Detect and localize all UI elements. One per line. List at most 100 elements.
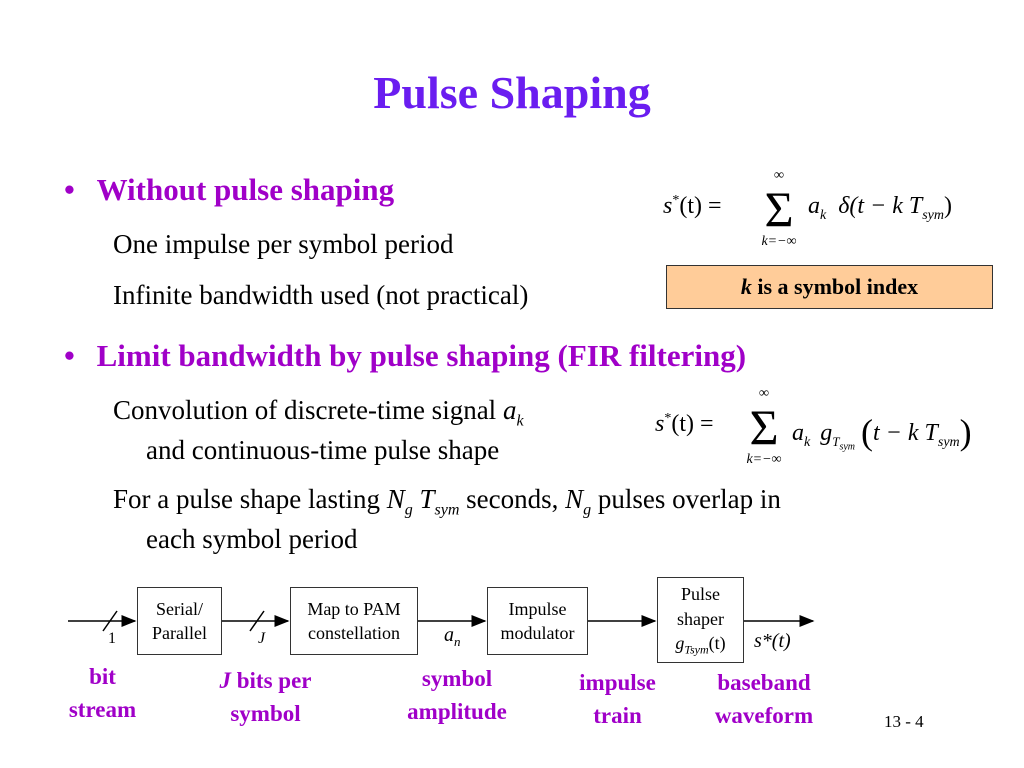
block-3-line-1: Impulse (508, 598, 567, 619)
bullet-1-marker: • (64, 172, 75, 207)
block-4-g: g (675, 632, 685, 653)
eq2-star: * (664, 411, 672, 426)
serial-parallel-block: Serial/ Parallel (137, 587, 222, 655)
label-impulse-train-2: train (593, 703, 642, 729)
bullet-2-sub-2-line-2: each symbol period (146, 524, 358, 554)
sigma-icon: Σ (764, 181, 794, 237)
eq1-sum-top: ∞ (774, 168, 784, 183)
bullet-2-sub-2-prefix: For a pulse shape lasting (113, 484, 387, 514)
bullet-2-heading: Limit bandwidth by pulse shaping (FIR fi… (96, 338, 747, 373)
block-3-line-2: modulator (500, 623, 575, 643)
eq2-a: a (792, 420, 804, 446)
label-symbol-amp-2: amplitude (407, 699, 507, 725)
eq2-sum-top: ∞ (759, 386, 769, 401)
signal-an-a: a (444, 624, 454, 646)
block-1-line-2: Parallel (152, 623, 207, 643)
eq1-a-sub: k (820, 207, 827, 223)
eq2-g: g (820, 420, 833, 446)
bullet-2: • Limit bandwidth by pulse shaping (FIR … (64, 338, 746, 374)
label-baseband-2: waveform (714, 703, 814, 729)
eq1-delta: δ(t − k T (838, 193, 923, 219)
eq2-paren-close: ) (959, 412, 972, 452)
block-2-line-2: constellation (308, 623, 400, 643)
eq2-g-subsub: sym (839, 441, 856, 453)
bullet-1-heading: Without pulse shaping (96, 172, 395, 207)
block-4-rest: (t) (708, 632, 726, 653)
label-bits-per-2: symbol (230, 701, 301, 727)
eq2-lhs: s (655, 411, 665, 437)
eq1-star: * (672, 193, 680, 208)
slide-title: Pulse Shaping (373, 67, 651, 118)
eq1-close: ) (944, 193, 953, 219)
label-bit-stream-2: stream (68, 697, 137, 723)
eq1-sym-sub: sym (922, 207, 945, 223)
label-impulse-train: impulse train (565, 666, 670, 733)
bullet-2-sub-1-text: Convolution of discrete-time signal (113, 395, 503, 425)
block-4-g-sub: Tsym (684, 642, 709, 657)
pulse-shaper-block: Pulse shaper gTsym(t) (657, 577, 744, 663)
bullet-2-sub-1: Convolution of discrete-time signal ak (113, 395, 524, 430)
block-4-line-2: shaper (677, 608, 724, 629)
label-bit-stream: bit stream (55, 660, 150, 727)
bullet-2-marker: • (64, 338, 75, 373)
bullet-2-sub-2-N: N (386, 484, 405, 514)
eq2-term: ak gTsym (t − k Tsym) (792, 411, 972, 453)
bullet-2-sub-1-line-2: and continuous-time pulse shape (146, 435, 500, 465)
callout-text: is a symbol index (751, 274, 919, 299)
label-baseband-1: baseband (717, 670, 811, 695)
label-symbol-amplitude: symbol amplitude (392, 662, 522, 729)
bullet-2-sub-2-mid: seconds, (459, 484, 566, 514)
block-1-line-1: Serial/ (156, 598, 203, 619)
signal-an-n: n (454, 634, 461, 649)
bullet-2-sub-2-g2: g (583, 501, 592, 519)
bullet-1: • Without pulse shaping (64, 172, 394, 208)
bus-width-J: J (258, 630, 266, 647)
bullet-2-sub-2-suffix: pulses overlap in (591, 484, 781, 514)
symbol-index-callout: k is a symbol index (666, 265, 993, 309)
eq1-term: ak δ(t − k Tsym) (808, 193, 952, 224)
label-baseband-waveform: baseband waveform (700, 666, 828, 733)
label-impulse-train-1: impulse (579, 670, 656, 695)
block-2-line-1: Map to PAM (307, 598, 401, 619)
equation-1: s*(t) = (663, 193, 722, 220)
label-symbol-amp-1: symbol (421, 666, 493, 691)
eq2-sym-sub: sym (937, 434, 960, 450)
eq2-g-sub: T (832, 433, 840, 449)
sigma-icon: Σ (749, 399, 779, 455)
equation-2: s*(t) = (655, 411, 714, 438)
bullet-2-sub-1-var: a (502, 395, 517, 425)
bus-slash-J (249, 610, 265, 632)
eq2-paren-open: ( (861, 412, 874, 452)
eq2-arg: (t) = (671, 411, 714, 437)
eq1-lhs: s (663, 193, 673, 219)
label-bits-per-symbol: J bits per symbol (198, 664, 333, 731)
bus-slash-1 (102, 610, 118, 632)
callout-var: k (740, 274, 752, 299)
bullet-1-sub-1: One impulse per symbol period (113, 229, 454, 259)
block-4-line-1: Pulse (680, 584, 720, 605)
impulse-modulator-block: Impulse modulator (487, 587, 588, 655)
bus-width-1: 1 (108, 630, 116, 647)
output-signal-label: s*(t) (754, 630, 791, 652)
label-bits-per-1: bits per (231, 668, 312, 693)
pam-map-block: Map to PAM constellation (290, 587, 418, 655)
page-number: 13 - 4 (884, 712, 924, 731)
eq1-sum: ∞ Σ k=−∞ (759, 168, 799, 250)
bullet-2-sub-2-sym: sym (434, 501, 460, 519)
bullet-2-sub-1-var-sub: k (516, 412, 524, 430)
bullet-2-sub-2-T: T (419, 484, 435, 514)
block-4-line-3: gTsym(t) (675, 631, 725, 658)
bullet-2-sub-2: For a pulse shape lasting Ng Tsym second… (113, 484, 781, 519)
label-bits-per-J: J (219, 668, 232, 693)
bullet-2-sub-2-N2: N (565, 484, 584, 514)
label-bit-stream-1: bit (89, 664, 116, 689)
bullet-1-sub-2: Infinite bandwidth used (not practical) (113, 280, 529, 310)
eq1-arg: (t) = (679, 193, 722, 219)
eq2-sum-bottom: k=−∞ (746, 452, 782, 467)
signal-an: an (444, 624, 461, 650)
eq2-rest: t − k T (873, 420, 938, 446)
eq1-sum-bottom: k=−∞ (761, 234, 797, 249)
eq1-a: a (808, 193, 820, 219)
bullet-2-sub-2-g: g (404, 501, 413, 519)
